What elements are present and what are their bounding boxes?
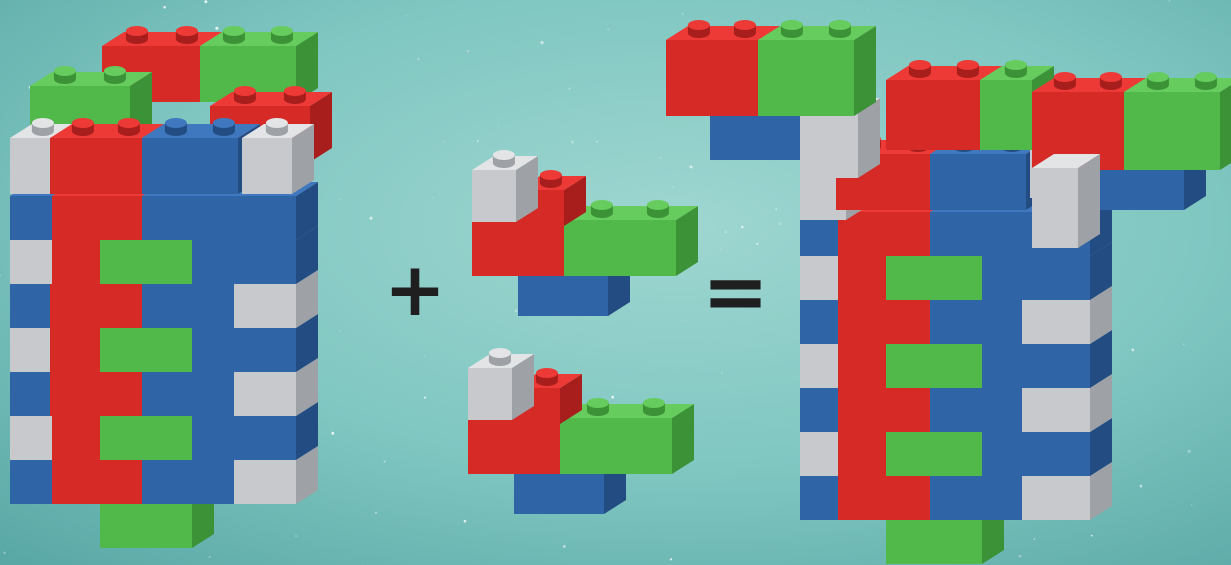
- brick: [468, 348, 534, 420]
- brick: [242, 118, 314, 194]
- brick-tower-icon: [666, 20, 1231, 564]
- equals-sign: =: [702, 245, 770, 338]
- plus-sign: +: [384, 247, 447, 333]
- brick: [560, 398, 694, 474]
- brick: [564, 200, 698, 276]
- brick-piece-icon: [468, 348, 694, 514]
- brick-piece-icon: [472, 150, 698, 316]
- brick-tower-icon: [10, 26, 332, 548]
- brick: [1032, 154, 1100, 248]
- brick: [758, 20, 876, 116]
- brick: [1124, 72, 1231, 170]
- brick: [234, 446, 318, 504]
- brick: [472, 150, 538, 222]
